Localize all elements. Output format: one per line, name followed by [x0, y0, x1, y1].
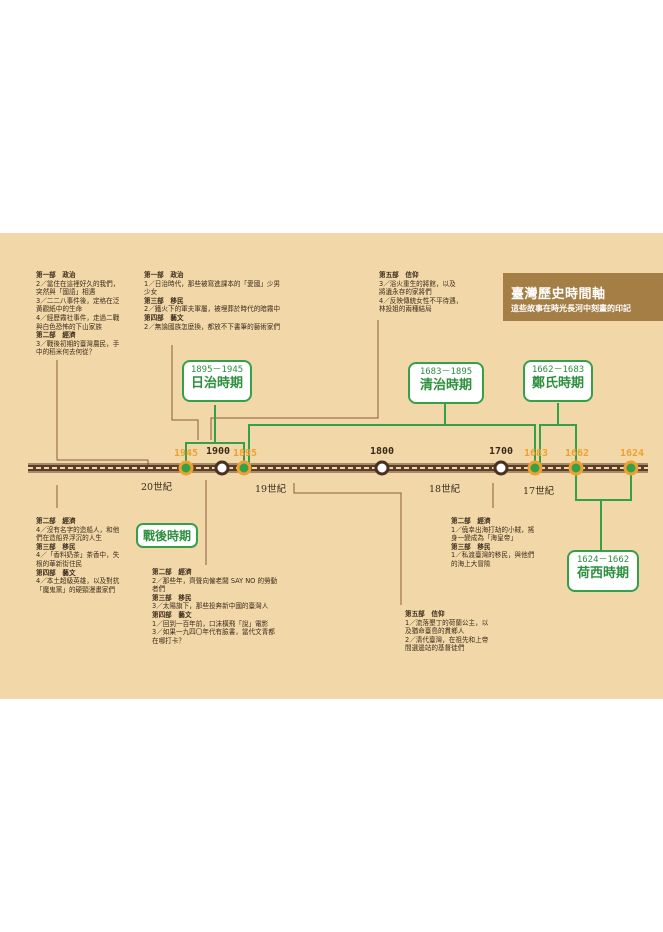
note-line: 中的稻米何去何從？ — [36, 348, 96, 357]
note-line: 們在造船界浮沉的人生 — [36, 534, 102, 543]
note-connectors — [56, 320, 494, 605]
note-line: 1／日治時代，那些被寫進課本的「愛國」少男 — [144, 279, 281, 288]
year-1662: 1662 — [565, 448, 590, 459]
note-line: 2／當住在這裡好久的我們， — [36, 279, 120, 288]
year-1624: 1624 — [620, 448, 645, 459]
century-17: 17世紀 — [523, 486, 555, 497]
era-japanese-range: 1895－1945 — [190, 365, 244, 375]
note-line: 少女 — [144, 288, 158, 297]
note-line: 4／「香料奶茶」茶香中，失 — [36, 551, 120, 560]
note-line: 4／沒有名字的造船人，和他 — [36, 525, 120, 534]
note-line: 2／清代臺灣，在祖先和上帝 — [405, 635, 489, 644]
note-heading: 第四部 藝文 — [36, 568, 76, 577]
note-heading: 第二部 經濟 — [152, 568, 192, 576]
note-heading: 第一部 政治 — [144, 271, 184, 279]
note-line: 突然與「國語」相遇 — [36, 288, 96, 297]
title-box: 臺灣歷史時間軸 這些故事在時光長河中刻畫的印記 — [503, 273, 663, 321]
era-japanese: 1895－1945 日治時期 — [182, 360, 252, 402]
note-line: 4／反映傳統女性不平待遇， — [379, 296, 463, 305]
note-line: 2／無論國族怎麼換，都放不下書筆的藝術家們 — [144, 322, 281, 331]
year-1945: 1945 — [174, 448, 199, 459]
note-heading: 第一部 政治 — [36, 271, 76, 279]
note-line: 及猶命臺島的貫鄉人 — [405, 627, 465, 636]
note-heading: 第三部 移民 — [36, 542, 76, 551]
note-line: 間選邊站的基督徒們 — [405, 644, 465, 653]
era-postwar: 戰後時期 — [136, 523, 199, 548]
era-japanese-name: 日治時期 — [190, 376, 243, 391]
era-zheng-name: 鄭氏時期 — [531, 376, 584, 391]
note-line: 的海上大冒險 — [451, 559, 491, 568]
page-title: 臺灣歷史時間軸 — [511, 287, 606, 302]
note-line: 3／戰後初期的臺灣農民，手 — [36, 339, 120, 348]
note-heading: 第五部 信仰 — [379, 271, 419, 279]
century-20: 20世紀 — [141, 482, 173, 493]
page-subtitle: 這些故事在時光長河中刻畫的印記 — [511, 304, 631, 313]
note-line: 1／回到一百年前，口沫橫飛「說」電影 — [152, 619, 269, 628]
note-line: 者們 — [152, 585, 166, 594]
note-line: 1／私渡臺灣的移民，與他們 — [451, 551, 535, 560]
note-heading: 第三部 移民 — [152, 593, 192, 602]
era-qing: 1683－1895 清治時期 — [408, 362, 484, 404]
note-heading: 第四部 藝文 — [152, 610, 192, 619]
year-1800: 1800 — [370, 446, 395, 457]
note-heading: 第二部 經濟 — [451, 517, 491, 525]
century-19: 19世紀 — [255, 484, 287, 495]
year-1895: 1895 — [233, 448, 258, 459]
note-heading: 第三部 移民 — [144, 296, 184, 305]
era-brackets — [185, 403, 632, 550]
century-18: 18世紀 — [429, 484, 461, 495]
note-line: 身一變成為「海皇帝」 — [451, 534, 517, 543]
year-1700: 1700 — [489, 446, 514, 457]
note-line: 3／太陽旗下，那些投奔新中國的臺灣人 — [152, 602, 269, 611]
note-line: 1／流落墾丁的荷蘭公主，以 — [405, 618, 489, 627]
note-line: 2／那些年，齊聲向僱老闆 SAY NO 的勞動 — [152, 576, 278, 585]
note-heading: 第三部 移民 — [451, 542, 491, 551]
note-heading: 第四部 藝文 — [144, 313, 184, 322]
note-line: 1／僥幸出海打劫的小賊，搖 — [451, 525, 535, 534]
note-line: 4／經歷霧社事件，走過二戰 — [36, 313, 120, 322]
era-dutch: 1624－1662 荷西時期 — [567, 550, 639, 592]
note-line: 根的華新街住民 — [36, 559, 83, 568]
era-qing-range: 1683－1895 — [419, 367, 473, 377]
era-dutch-range: 1624－1662 — [576, 555, 630, 565]
note-heading: 第二部 經濟 — [36, 517, 76, 525]
note-heading: 第二部 經濟 — [36, 331, 76, 340]
year-markers — [178, 460, 639, 476]
note-line: 3／如果一九四〇年代有臉書，當代文青都 — [152, 628, 275, 637]
year-1683: 1683 — [524, 448, 549, 459]
era-zheng-range: 1662－1683 — [531, 365, 585, 375]
note-heading: 第五部 信仰 — [405, 610, 445, 618]
note-line: 與白色恐怖的下山家族 — [36, 322, 102, 331]
note-line: 「魔鬼黨」的硬頸漫畫家們 — [36, 585, 116, 594]
era-qing-name: 清治時期 — [419, 378, 472, 393]
timeline-axis — [28, 463, 648, 473]
note-line: 3／浴火重生的將館，以及 — [379, 279, 456, 288]
note-line: 黃觀紙中的生命 — [36, 305, 83, 314]
era-zheng: 1662－1683 鄭氏時期 — [523, 360, 593, 402]
note-line: 3／二二八事件後，定格在泛 — [36, 296, 120, 305]
note-line: 2／鐵火下的軍夫軍屬，被埋葬於時代的暗霧中 — [144, 305, 281, 314]
year-1900: 1900 — [206, 446, 231, 457]
note-line: 在哪打卡？ — [152, 636, 185, 645]
era-dutch-name: 荷西時期 — [576, 566, 629, 581]
note-line: 將遺永存的家將們 — [379, 288, 432, 297]
note-line: 林投姐的兩種結局 — [379, 305, 432, 314]
note-line: 4／本土超級英雄，以及對抗 — [36, 577, 120, 586]
